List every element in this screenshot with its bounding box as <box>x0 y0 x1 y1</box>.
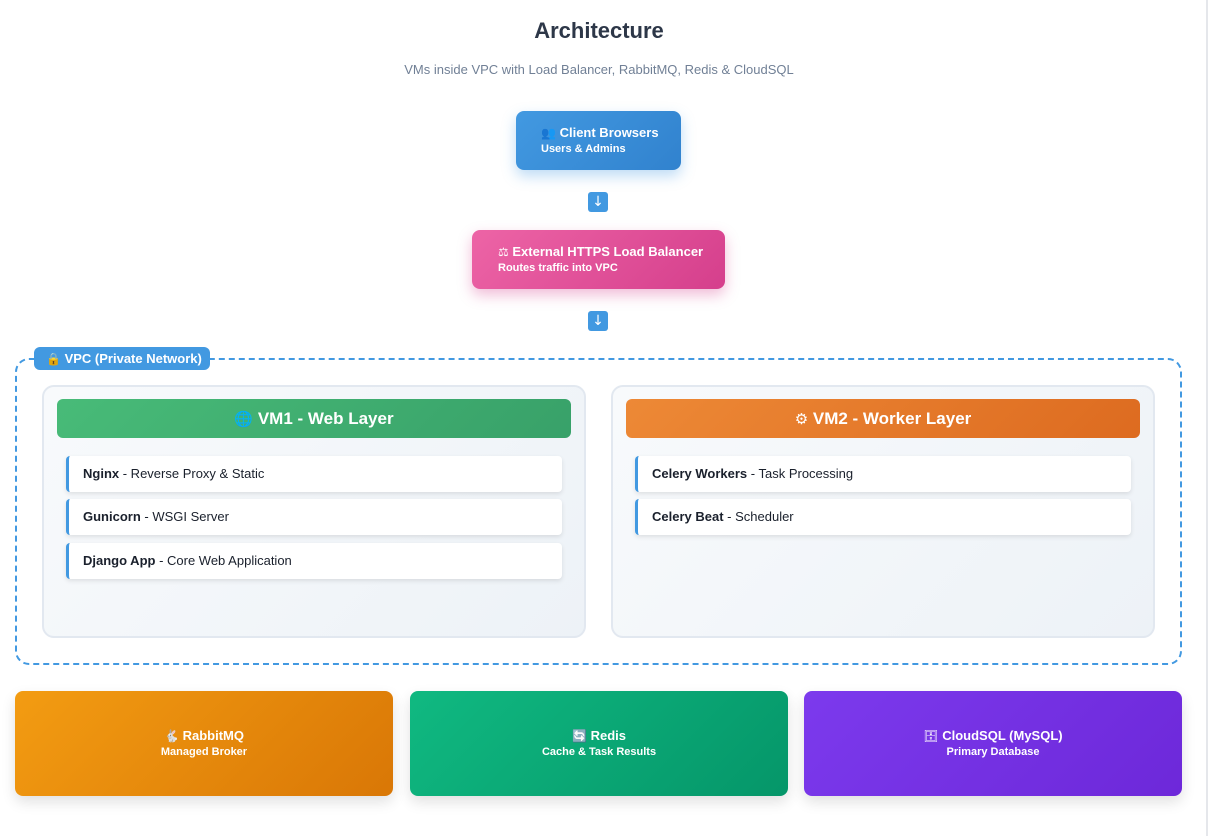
load-balancer-subtitle: Routes traffic into VPC <box>498 262 618 274</box>
redis-node: 🔄 Redis Cache & Task Results <box>410 691 788 796</box>
database-icon: 🗄 <box>923 729 939 743</box>
vpc-label: 🔒 VPC (Private Network) <box>34 347 210 370</box>
rabbitmq-subtitle: Managed Broker <box>160 746 248 758</box>
refresh-icon: 🔄 <box>572 729 587 743</box>
service-desc: - Scheduler <box>723 509 794 524</box>
arrow-down-icon: ↓ <box>588 311 608 331</box>
vm1-title: VM1 - Web Layer <box>257 409 394 428</box>
vm2-header: ⚙ VM2 - Worker Layer <box>626 399 1140 438</box>
load-balancer-title: External HTTPS Load Balancer <box>512 244 704 259</box>
load-balancer-node: ⚖ External HTTPS Load Balancer Routes tr… <box>472 230 725 289</box>
scale-icon: ⚖ <box>498 245 509 259</box>
service-desc: - Reverse Proxy & Static <box>119 466 265 481</box>
rabbitmq-node: 🐇 RabbitMQ Managed Broker <box>15 691 393 796</box>
cloudsql-subtitle: Primary Database <box>946 746 1040 758</box>
lock-icon: 🔒 <box>46 352 61 366</box>
service-celery-workers: Celery Workers - Task Processing <box>635 456 1131 492</box>
vm1-web-layer: 🌐 VM1 - Web Layer Nginx - Reverse Proxy … <box>42 385 586 638</box>
service-name: Gunicorn <box>83 509 141 524</box>
window-edge <box>1206 0 1208 836</box>
vm1-header: 🌐 VM1 - Web Layer <box>57 399 571 438</box>
users-icon: 👥 <box>541 126 556 140</box>
service-name: Celery Beat <box>652 509 724 524</box>
service-nginx: Nginx - Reverse Proxy & Static <box>66 456 562 492</box>
service-name: Nginx <box>83 466 120 481</box>
globe-icon: 🌐 <box>234 410 254 428</box>
redis-title: Redis <box>590 728 626 743</box>
service-celery-beat: Celery Beat - Scheduler <box>635 499 1131 535</box>
service-desc: - WSGI Server <box>140 509 229 524</box>
vpc-boundary <box>15 358 1182 665</box>
service-name: Celery Workers <box>652 466 748 481</box>
vm2-worker-layer: ⚙ VM2 - Worker Layer Celery Workers - Ta… <box>611 385 1155 638</box>
service-desc: - Core Web Application <box>155 553 292 568</box>
rabbitmq-title: RabbitMQ <box>182 728 244 743</box>
client-browsers-node: 👥 Client Browsers Users & Admins <box>516 111 681 170</box>
rabbit-icon: 🐇 <box>164 729 179 743</box>
service-desc: - Task Processing <box>747 466 854 481</box>
vm2-title: VM2 - Worker Layer <box>812 409 972 428</box>
service-name: Django App <box>83 553 156 568</box>
service-gunicorn: Gunicorn - WSGI Server <box>66 499 562 535</box>
client-subtitle: Users & Admins <box>541 143 626 155</box>
arrow-down-icon: ↓ <box>588 192 608 212</box>
redis-subtitle: Cache & Task Results <box>541 746 657 758</box>
cloudsql-node: 🗄 CloudSQL (MySQL) Primary Database <box>804 691 1182 796</box>
gear-icon: ⚙ <box>794 410 809 428</box>
page-subtitle: VMs inside VPC with Load Balancer, Rabbi… <box>404 62 794 77</box>
vpc-label-text: VPC (Private Network) <box>64 351 202 366</box>
page-title: Architecture <box>534 18 664 43</box>
cloudsql-title: CloudSQL (MySQL) <box>942 728 1063 743</box>
service-django-app: Django App - Core Web Application <box>66 543 562 579</box>
client-title: Client Browsers <box>559 125 659 140</box>
